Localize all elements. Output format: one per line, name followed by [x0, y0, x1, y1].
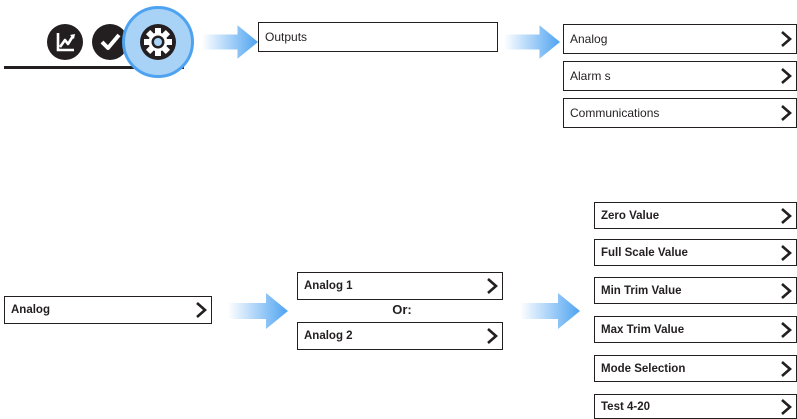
- setting-label: Mode Selection: [601, 362, 686, 375]
- chevron-right-icon: [780, 30, 792, 48]
- analog1-label: Analog 1: [304, 280, 353, 292]
- setting-label: Max Trim Value: [601, 323, 685, 336]
- outputs-item-label: Communications: [570, 106, 660, 120]
- setting-full-scale-value[interactable]: Full Scale Value: [594, 239, 797, 266]
- chevron-right-icon: [780, 207, 792, 225]
- icon-toolbar: [0, 0, 210, 80]
- setting-max-trim-value[interactable]: Max Trim Value: [594, 316, 797, 343]
- flow-arrow-3: [228, 293, 288, 329]
- setting-label: Full Scale Value: [601, 246, 688, 259]
- outputs-menu-item[interactable]: Outputs: [258, 22, 498, 52]
- outputs-item-alarms[interactable]: Alarm s: [563, 61, 797, 91]
- chevron-right-icon: [780, 67, 792, 85]
- analog2-label: Analog 2: [304, 330, 353, 342]
- outputs-item-analog[interactable]: Analog: [563, 24, 797, 54]
- chevron-right-icon: [780, 321, 792, 339]
- flow-arrow-2: [504, 25, 560, 59]
- or-separator: Or:: [392, 302, 412, 317]
- chevron-right-icon: [486, 277, 498, 295]
- toolbar-underline: [4, 66, 184, 69]
- flow-arrow-4: [520, 293, 580, 329]
- analog-menu-item[interactable]: Analog: [4, 296, 212, 324]
- gear-icon-highlight[interactable]: [122, 6, 194, 78]
- chevron-right-icon: [486, 327, 498, 345]
- setting-min-trim-value[interactable]: Min Trim Value: [594, 277, 797, 304]
- chevron-right-icon: [780, 398, 792, 416]
- analog-label: Analog: [11, 304, 50, 316]
- chevron-right-icon: [780, 244, 792, 262]
- gear-icon: [140, 24, 176, 60]
- outputs-item-label: Analog: [570, 32, 608, 46]
- setting-label: Min Trim Value: [601, 284, 682, 297]
- chevron-right-icon: [780, 282, 792, 300]
- chevron-right-icon: [780, 104, 792, 122]
- setting-zero-value[interactable]: Zero Value: [594, 202, 797, 229]
- chevron-right-icon: [195, 301, 207, 319]
- flow-arrow-1: [202, 25, 258, 59]
- outputs-item-label: Alarm s: [570, 69, 611, 83]
- outputs-item-communications[interactable]: Communications: [563, 98, 797, 128]
- outputs-label: Outputs: [265, 30, 308, 44]
- analog2-item[interactable]: Analog 2: [297, 322, 503, 350]
- analog1-item[interactable]: Analog 1: [297, 272, 503, 300]
- chevron-right-icon: [780, 360, 792, 378]
- setting-mode-selection[interactable]: Mode Selection: [594, 355, 797, 382]
- setting-test-4-20[interactable]: Test 4-20: [594, 394, 797, 419]
- chart-icon[interactable]: [47, 24, 83, 60]
- setting-label: Zero Value: [601, 209, 660, 222]
- setting-label: Test 4-20: [601, 400, 651, 413]
